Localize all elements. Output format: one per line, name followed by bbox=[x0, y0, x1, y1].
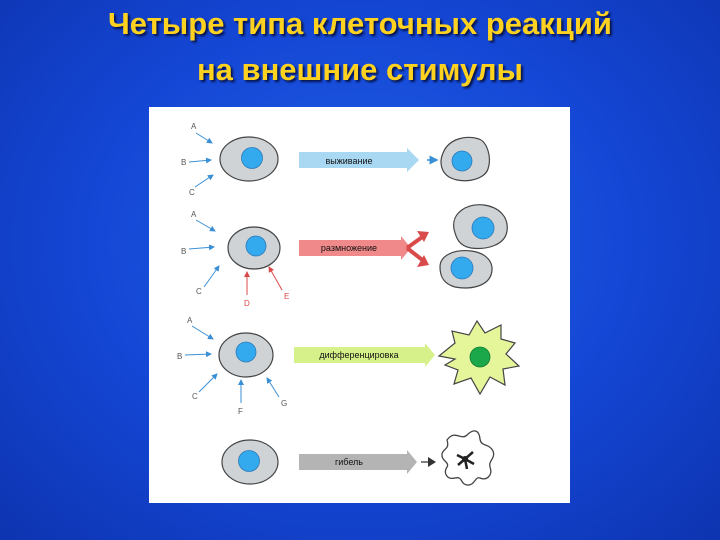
response-label-proliferation: размножение bbox=[321, 243, 377, 253]
signal-label-d: D bbox=[244, 299, 250, 308]
cell-nucleus-green bbox=[469, 346, 491, 368]
signal-label-a: A bbox=[191, 210, 197, 219]
diagram-panel: A B C выживание A B C D E bbox=[149, 107, 570, 503]
signal-arrow-a bbox=[191, 325, 214, 340]
row-death: гибель bbox=[221, 430, 495, 486]
response-arrow-differentiation bbox=[294, 343, 435, 367]
response-label-differentiation: дифференцировка bbox=[319, 350, 398, 360]
signal-label-a: A bbox=[191, 122, 197, 131]
signal-label-c: C bbox=[196, 287, 202, 296]
signal-label-f: F bbox=[238, 407, 243, 416]
row-differentiation: A B C F G дифференцировка bbox=[177, 316, 521, 416]
response-arrow-proliferation bbox=[299, 236, 411, 260]
split-arrow-down-head bbox=[417, 255, 429, 267]
signal-label-b: B bbox=[177, 352, 182, 361]
signal-label-c: C bbox=[192, 392, 198, 401]
cell-nucleus bbox=[245, 235, 267, 257]
signal-arrow-c bbox=[198, 373, 218, 393]
slide-title-line-1: Четыре типа клеточных реакций bbox=[108, 6, 612, 41]
row-proliferation: A B C D E размножение bbox=[181, 204, 508, 308]
split-arrow-up-head bbox=[417, 231, 429, 242]
signal-arrow-b bbox=[188, 157, 212, 164]
signal-label-b: B bbox=[181, 158, 186, 167]
signal-arrow-e bbox=[268, 266, 283, 291]
signal-label-g: G bbox=[281, 399, 287, 408]
signal-label-a: A bbox=[187, 316, 193, 325]
signal-arrow-c bbox=[194, 174, 214, 188]
response-label-survival: выживание bbox=[326, 156, 373, 166]
outcome-arrow-head bbox=[428, 457, 436, 467]
signal-arrow-a bbox=[195, 132, 213, 144]
row-survival: A B C выживание bbox=[181, 122, 491, 197]
response-arrow-survival bbox=[299, 148, 419, 172]
nucleus-fragment bbox=[462, 456, 468, 462]
cell-nucleus bbox=[241, 147, 263, 169]
cell-nucleus bbox=[235, 341, 257, 363]
cell-nucleus bbox=[450, 256, 474, 280]
slide-title-line-2: на внешние стимулы bbox=[196, 52, 524, 87]
cell-response-diagram: A B C выживание A B C D E bbox=[177, 122, 521, 486]
signal-label-c: C bbox=[189, 188, 195, 197]
signal-arrow-a bbox=[195, 219, 216, 232]
cell-nucleus bbox=[471, 216, 495, 240]
signal-label-b: B bbox=[181, 247, 186, 256]
signal-arrow-b bbox=[188, 244, 215, 251]
response-label-death: гибель bbox=[335, 457, 363, 467]
signal-arrow-g bbox=[266, 377, 280, 398]
cell-nucleus bbox=[238, 450, 260, 472]
signal-arrow-b bbox=[184, 351, 212, 358]
signal-arrow-c bbox=[203, 265, 220, 288]
cell-nucleus bbox=[451, 150, 473, 172]
signal-label-e: E bbox=[284, 292, 289, 301]
response-arrow-death bbox=[299, 450, 417, 474]
